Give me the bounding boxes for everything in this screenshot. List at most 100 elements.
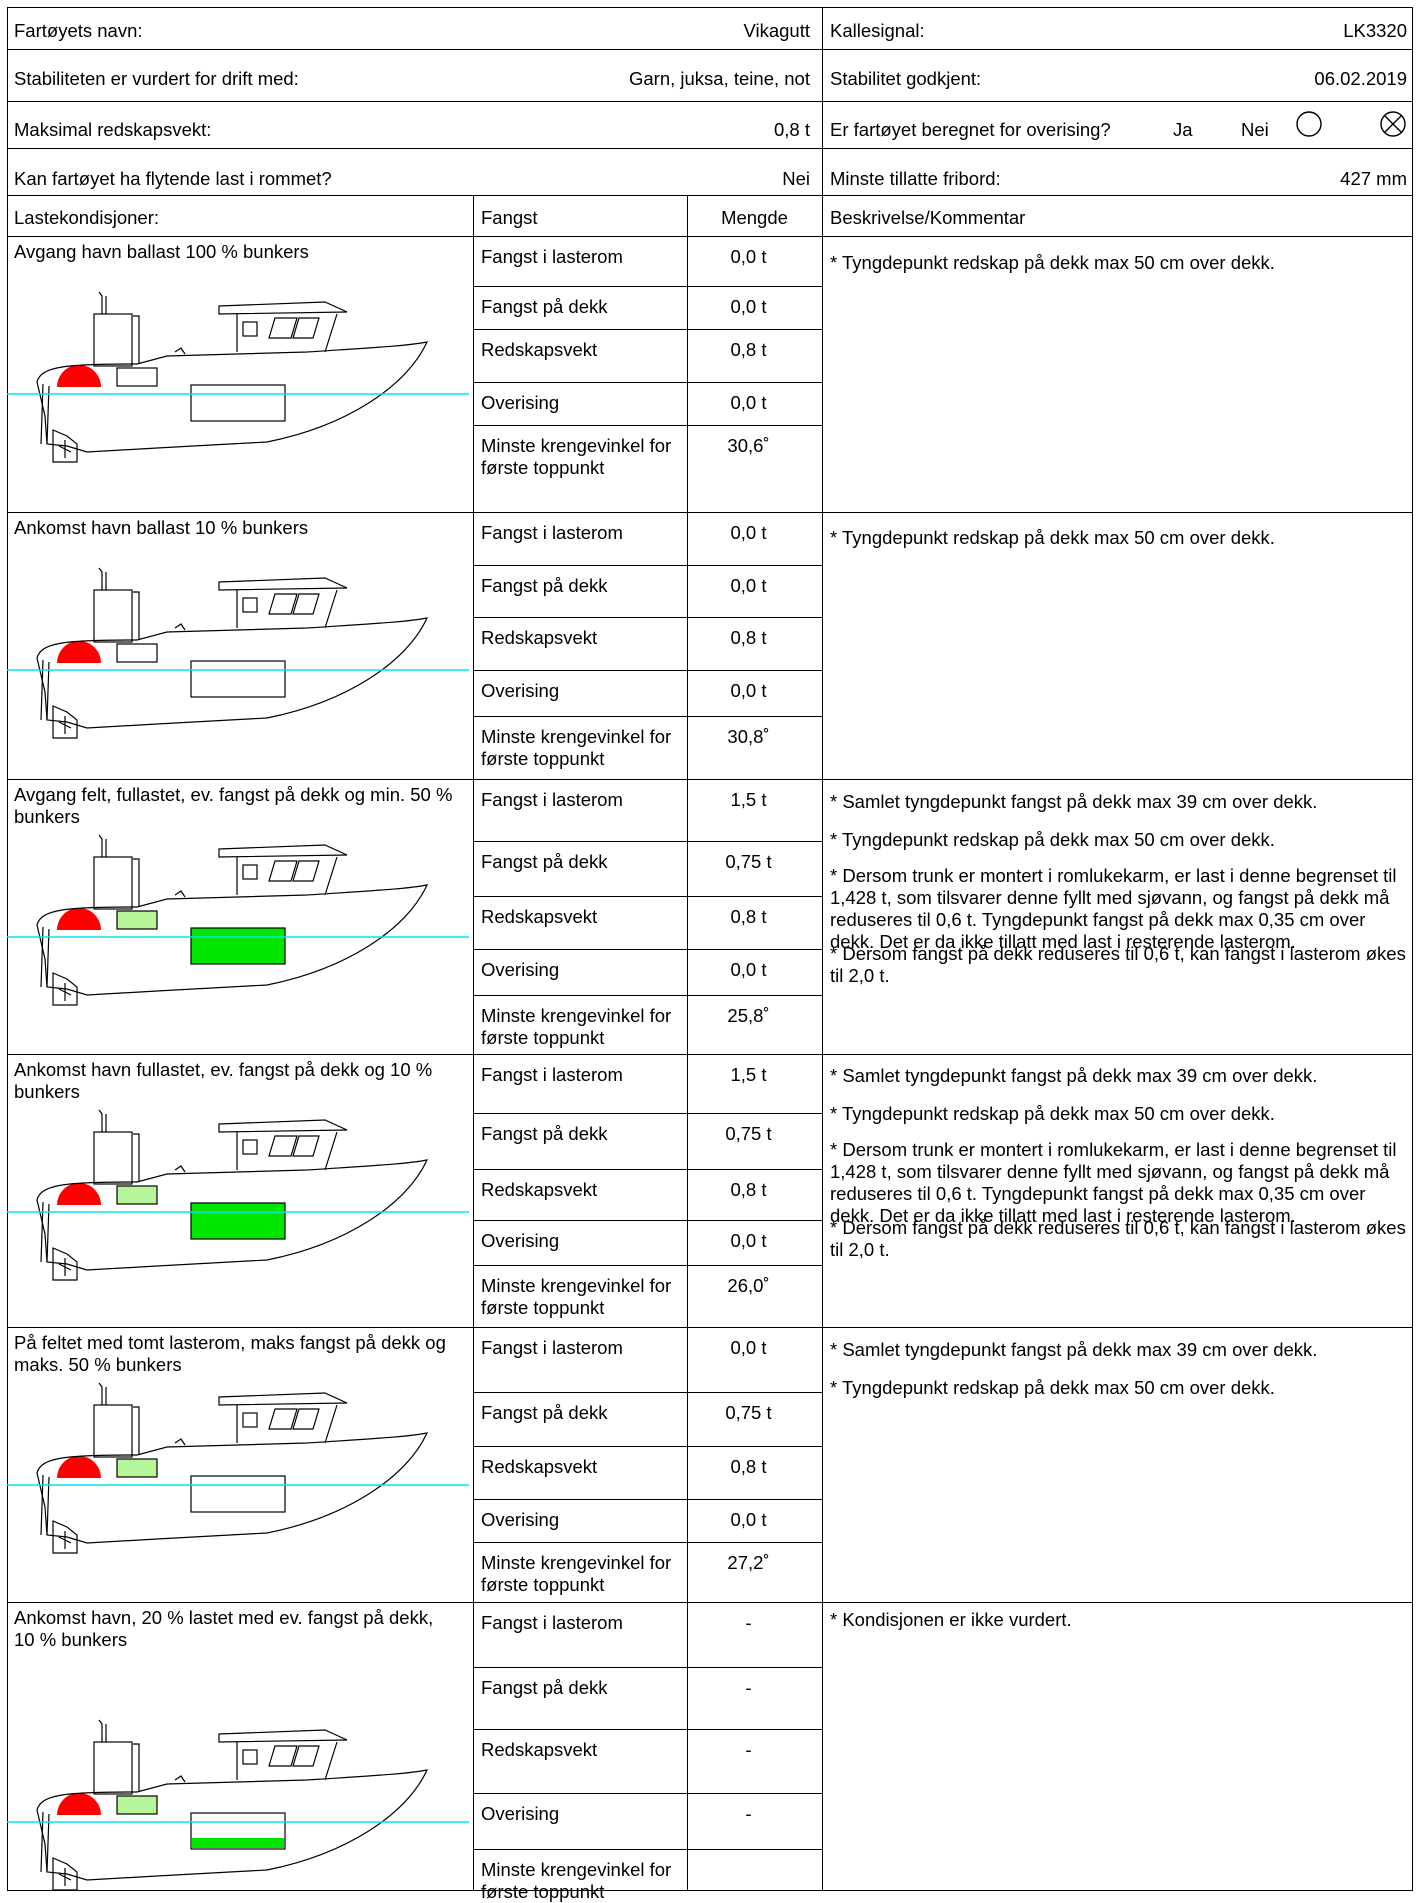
mast-line xyxy=(133,315,140,364)
wheelhouse-roof xyxy=(218,1392,348,1406)
catch-label: Fangst i lasterom xyxy=(481,522,623,543)
catch-value: 0,0 t xyxy=(730,1230,767,1251)
rule xyxy=(473,949,823,950)
deckhouse-aft xyxy=(93,589,133,643)
rule xyxy=(473,1729,823,1730)
deck-cargo-box xyxy=(116,1185,158,1205)
catch-value: - xyxy=(745,1803,752,1824)
catch-value: - xyxy=(745,1677,752,1698)
rule xyxy=(473,1265,823,1266)
rudder xyxy=(52,429,78,463)
rule xyxy=(7,7,8,1891)
hull-outline xyxy=(36,617,429,729)
vessel-name: Vikagutt xyxy=(743,20,810,41)
rule xyxy=(7,1602,1413,1603)
deck-fitting xyxy=(174,890,186,898)
catch-value: 0,0 t xyxy=(730,575,767,596)
exhaust-pipe xyxy=(98,1109,107,1132)
deck-fitting xyxy=(174,1165,186,1173)
wheelhouse-windows xyxy=(268,1135,320,1157)
col-comment: Beskrivelse/Kommentar xyxy=(830,207,1026,228)
propeller xyxy=(58,1258,72,1276)
catch-value: 0,0 t xyxy=(730,1509,767,1530)
floating-cargo-label: Kan fartøyet ha flytende last i rommet? xyxy=(14,168,332,189)
rule xyxy=(1412,7,1413,1891)
rule xyxy=(7,779,1413,780)
wheelhouse-door xyxy=(242,597,258,613)
wheelhouse-door xyxy=(242,1139,258,1155)
condition-note: * Kondisjonen er ikke vurdert. xyxy=(830,1609,1072,1630)
condition-title: Avgang havn ballast 100 % bunkers xyxy=(14,241,309,262)
catch-label: Minste krengevinkel for første toppunkt xyxy=(481,1552,672,1595)
rule xyxy=(7,1054,1413,1055)
condition-title: Ankomst havn fullastet, ev. fangst på de… xyxy=(14,1059,433,1102)
vessel-profile xyxy=(7,567,469,739)
propeller xyxy=(58,1868,72,1886)
rule xyxy=(473,841,823,842)
rule xyxy=(473,995,823,996)
condition-note: * Dersom fangst på dekk reduseres til 0,… xyxy=(830,943,1406,986)
catch-value: - xyxy=(745,1739,752,1760)
deck-fitting xyxy=(174,1438,186,1446)
rule xyxy=(473,329,823,330)
condition-note: * Tyngdepunkt redskap på dekk max 50 cm … xyxy=(830,1103,1275,1124)
catch-value: 0,8 t xyxy=(730,339,767,360)
condition-title: Avgang felt, fullastet, ev. fangst på de… xyxy=(14,784,453,827)
cargo-hold xyxy=(190,660,286,698)
condition-note: * Samlet tyngdepunkt fangst på dekk max … xyxy=(830,1065,1318,1086)
wheelhouse-door xyxy=(242,1749,258,1765)
vessel-profile xyxy=(7,291,469,463)
cargo-hold xyxy=(190,384,286,422)
catch-label: Redskapsvekt xyxy=(481,627,598,648)
max-gear-value: 0,8 t xyxy=(774,119,810,140)
catch-label: Redskapsvekt xyxy=(481,906,598,927)
cargo-hold xyxy=(190,1202,286,1240)
icing-yes-radio xyxy=(1296,111,1322,137)
wheelhouse-walls xyxy=(236,589,338,629)
deck-fitting xyxy=(174,623,186,631)
condition-note: * Dersom trunk er montert i romlukekarm,… xyxy=(830,865,1397,952)
catch-value: 0,75 t xyxy=(725,851,772,872)
condition-note: * Tyngdepunkt redskap på dekk max 50 cm … xyxy=(830,527,1275,548)
catch-label: Fangst i lasterom xyxy=(481,1064,623,1085)
icing-label: Er fartøyet beregnet for overising? xyxy=(830,119,1111,140)
rudder xyxy=(52,972,78,1006)
hull-outline xyxy=(36,884,429,996)
rule xyxy=(7,512,1413,513)
wheelhouse-roof xyxy=(218,301,348,315)
catch-value: 0,8 t xyxy=(730,1179,767,1200)
exhaust-pipe xyxy=(98,567,107,590)
catch-value: 0,0 t xyxy=(730,246,767,267)
mast-line xyxy=(133,591,140,640)
wheelhouse-walls xyxy=(236,856,338,896)
ballast-tank-mark xyxy=(57,1793,101,1815)
rule xyxy=(473,565,823,566)
vessel-profile xyxy=(7,1382,469,1554)
rule xyxy=(7,195,1413,196)
rule xyxy=(473,425,823,426)
deckhouse-aft xyxy=(93,313,133,367)
cargo-hold xyxy=(190,1475,286,1513)
rudder xyxy=(52,1520,78,1554)
rule xyxy=(473,1849,823,1850)
catch-value: 0,0 t xyxy=(730,296,767,317)
catch-value: 0,0 t xyxy=(730,1337,767,1358)
catch-value: 0,0 t xyxy=(730,392,767,413)
rule xyxy=(7,148,1413,149)
catch-value: 30,6˚ xyxy=(727,435,770,456)
condition-title: På feltet med tomt lasterom, maks fangst… xyxy=(14,1332,446,1375)
catch-label: Overising xyxy=(481,1509,560,1530)
condition-note: * Dersom trunk er montert i romlukekarm,… xyxy=(830,1139,1397,1226)
exhaust-pipe xyxy=(98,1719,107,1742)
propeller xyxy=(58,716,72,734)
catch-value: 30,8˚ xyxy=(727,726,770,747)
vessel-profile xyxy=(7,1719,469,1891)
catch-label: Minste krengevinkel for første toppunkt xyxy=(481,1275,672,1318)
deck-cargo-box xyxy=(116,1795,158,1815)
ballast-tank-mark xyxy=(57,1183,101,1205)
rule xyxy=(473,1793,823,1794)
mast-line xyxy=(133,1406,140,1455)
catch-label: Fangst i lasterom xyxy=(481,789,623,810)
catch-label: Redskapsvekt xyxy=(481,1456,598,1477)
